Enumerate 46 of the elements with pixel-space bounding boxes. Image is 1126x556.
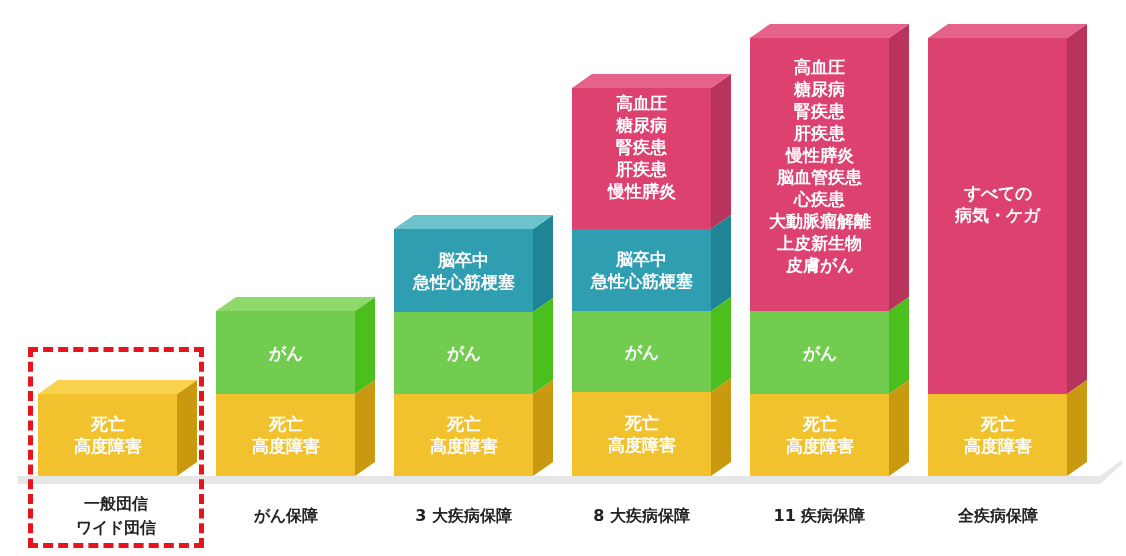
segment-label: 病気・ケガ [955,204,1040,226]
segment-label: 上皮新生物 [777,232,862,254]
segment-label: 脳卒中 [438,248,489,271]
segment-label: 高度障害 [251,435,320,457]
segment-label: 死亡 [90,413,125,435]
segment-label: 高度障害 [963,435,1032,457]
segment-label: 高度障害 [607,434,676,456]
segment-label: 高血圧 [794,56,845,78]
segment-label: 死亡 [268,413,303,435]
segment-label: 死亡 [980,413,1015,435]
column-label: 全疾病保障 [956,506,1039,527]
segment-label: 高血圧 [616,92,667,114]
segment-label: 糖尿病 [616,114,667,136]
segment-label: 糖尿病 [794,78,845,100]
column-label: 一般団信 [84,493,148,515]
segment-label: 高度障害 [429,435,498,457]
segment-label: 肝疾患 [616,158,667,180]
segment-label: 脳卒中 [616,248,667,270]
column-label: がん保障 [252,506,319,527]
segment-label: 腎疾患 [794,100,845,122]
dashed-frame [28,347,204,548]
segment-label: すべての [963,182,1032,204]
segment-label: がん [802,341,837,364]
segment-label: 高度障害 [785,435,854,457]
segment-label: 脳血管疾患 [777,166,862,188]
segment-label: がん [446,342,481,364]
segment-label: がん [624,340,659,363]
segment-label: がん [268,341,303,364]
segment-label: 皮膚がん [785,254,854,276]
segment-label: 腎疾患 [616,136,667,158]
segment-label: 大動脈瘤解離 [768,210,871,232]
segment-label: 死亡 [446,413,481,435]
segment-label: 急性心筋梗塞 [590,270,693,292]
floor-slab [18,460,1122,484]
segment-label: 心疾患 [794,188,845,210]
segment-label: 急性心筋梗塞 [412,270,515,293]
segment-label: 死亡 [802,413,837,435]
segment-label: 慢性膵炎 [607,180,676,202]
segment-label: 慢性膵炎 [785,144,854,166]
segment-label: 死亡 [624,412,659,434]
column-label: 11 疾病保障 [772,506,867,527]
column-label: 8 大疾病保障 [592,506,691,527]
column-label: ワイド団信 [76,517,156,539]
segment-label: 高度障害 [73,435,142,457]
column-label: 3 大疾病保障 [414,506,513,527]
segment-label: 肝疾患 [794,122,845,144]
